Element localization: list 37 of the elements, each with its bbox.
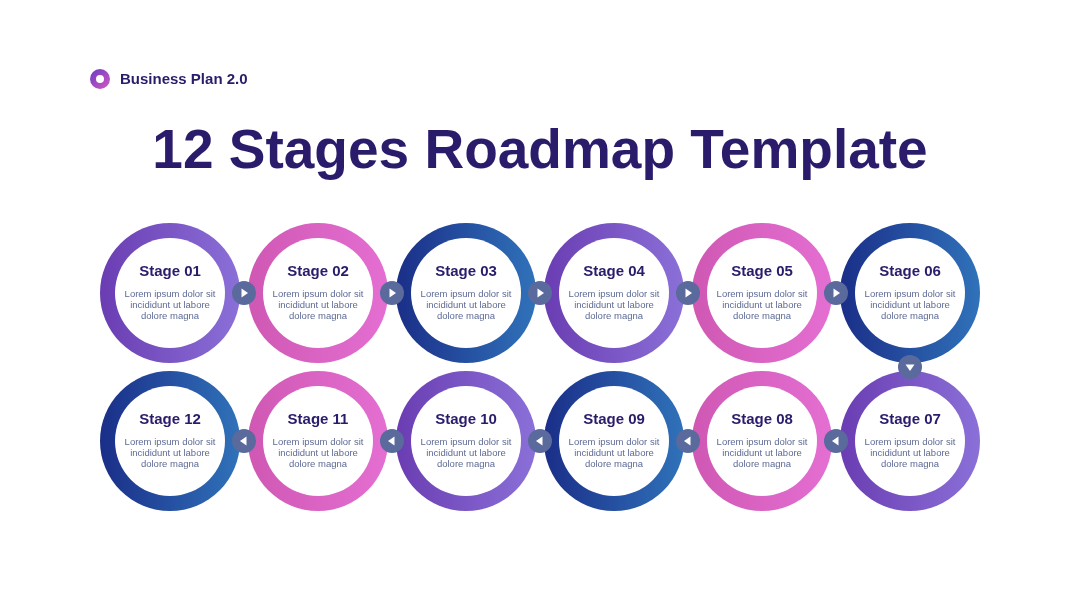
arrow bbox=[824, 281, 848, 305]
stage-title: Stage 07 bbox=[879, 410, 941, 428]
arrow bbox=[232, 281, 256, 305]
arrow bbox=[380, 281, 404, 305]
stage-description: Lorem ipsum dolor sit incididunt ut labore dolore magna bbox=[271, 288, 365, 321]
arrow bbox=[824, 429, 848, 453]
stage-description: Lorem ipsum dolor sit incididunt ut labore dolore magna bbox=[123, 436, 217, 469]
stage-title: Stage 08 bbox=[731, 410, 793, 428]
stage-description: Lorem ipsum dolor sit incididunt ut labore dolore magna bbox=[123, 288, 217, 321]
stage-title: Stage 05 bbox=[731, 262, 793, 280]
arrow bbox=[380, 429, 404, 453]
arrow bbox=[676, 429, 700, 453]
stage-description: Lorem ipsum dolor sit incididunt ut labore dolore magna bbox=[715, 288, 809, 321]
arrow bbox=[898, 355, 922, 379]
stage-title: Stage 09 bbox=[583, 410, 645, 428]
stage-description: Lorem ipsum dolor sit incididunt ut labore dolore magna bbox=[567, 288, 661, 321]
stage-title: Stage 03 bbox=[435, 262, 497, 280]
header-label: Business Plan 2.0 bbox=[120, 69, 248, 89]
arrow bbox=[528, 429, 552, 453]
stage-title: Stage 02 bbox=[287, 262, 349, 280]
page-title: 12 Stages Roadmap Template bbox=[152, 117, 928, 181]
stage-description: Lorem ipsum dolor sit incididunt ut labore dolore magna bbox=[567, 436, 661, 469]
stage-title: Stage 12 bbox=[139, 410, 201, 428]
stage-description: Lorem ipsum dolor sit incididunt ut labore dolore magna bbox=[419, 288, 513, 321]
arrow bbox=[232, 429, 256, 453]
stage-description: Lorem ipsum dolor sit incididunt ut labore dolore magna bbox=[863, 288, 957, 321]
stage-title: Stage 01 bbox=[139, 262, 201, 280]
stage-description: Lorem ipsum dolor sit incididunt ut labore dolore magna bbox=[715, 436, 809, 469]
stage-description: Lorem ipsum dolor sit incididunt ut labore dolore magna bbox=[419, 436, 513, 469]
stage-title: Stage 11 bbox=[287, 410, 349, 428]
stage-title: Stage 10 bbox=[435, 410, 497, 428]
arrow bbox=[528, 281, 552, 305]
stage-description: Lorem ipsum dolor sit incididunt ut labore dolore magna bbox=[863, 436, 957, 469]
stage-title: Stage 04 bbox=[583, 262, 645, 280]
stage-description: Lorem ipsum dolor sit incididunt ut labore dolore magna bbox=[271, 436, 365, 469]
stage-title: Stage 06 bbox=[879, 262, 941, 280]
arrow bbox=[676, 281, 700, 305]
